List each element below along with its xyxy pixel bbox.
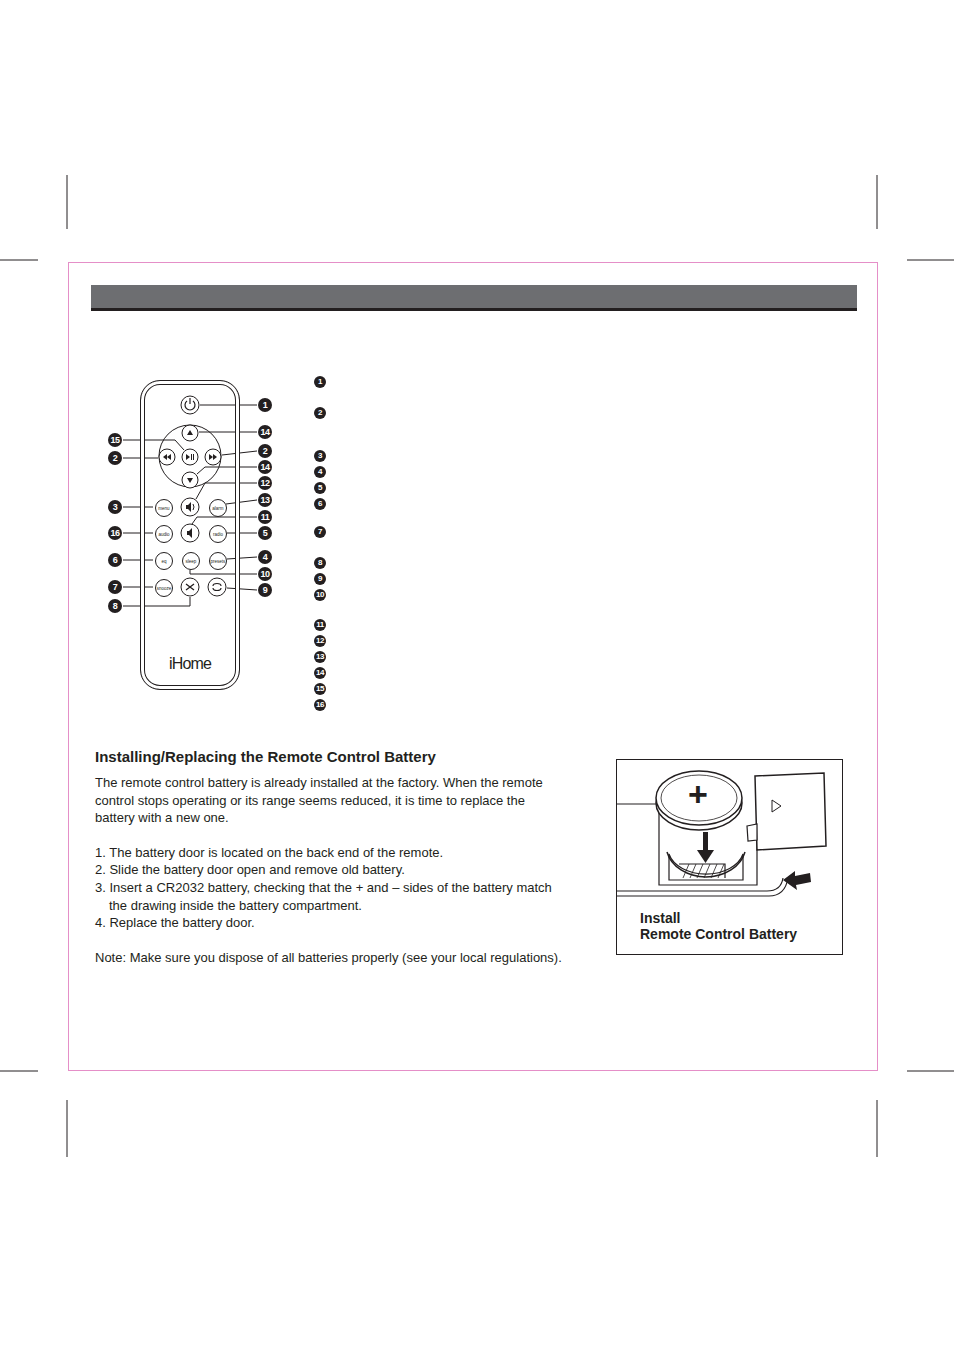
callout-number: 7 — [314, 526, 326, 538]
button-label: menu — [158, 506, 169, 511]
callout-number: 5 — [258, 526, 272, 540]
step-text: 4. Replace the battery door. — [95, 914, 575, 932]
battery-drawing-part — [656, 771, 742, 825]
remote-button: presets — [209, 552, 227, 570]
page-border — [69, 263, 878, 1071]
step-text: 2. Slide the battery door open and remov… — [95, 861, 575, 879]
battery-drawing-part — [697, 850, 714, 863]
callout-number: 3 — [314, 450, 326, 462]
brand-logo: iHome — [141, 655, 239, 673]
leader-lines — [123, 405, 257, 606]
note-text: Note: Make sure you dispose of all batte… — [95, 949, 655, 967]
section-heading: Installing/Replacing the Remote Control … — [95, 748, 436, 765]
callout-number: 3 — [108, 500, 122, 514]
callout-number: 9 — [314, 573, 326, 585]
callout-number: 4 — [258, 550, 272, 564]
callout-number: 15 — [108, 433, 122, 447]
header-rule — [91, 308, 857, 311]
button-label: presets — [211, 559, 226, 564]
callout-number: 1 — [258, 398, 272, 412]
battery-drawing-part — [617, 878, 788, 896]
battery-drawing-part — [718, 864, 724, 878]
callout-number: 13 — [258, 493, 272, 507]
callout-number: 6 — [314, 498, 326, 510]
battery-drawing-part — [783, 871, 811, 890]
battery-drawing-part — [661, 775, 737, 821]
callout-number: 8 — [314, 557, 326, 569]
remote-control: iHome menu alarm audio radio eq sleep presets sn… — [140, 380, 240, 690]
callout-number: 7 — [108, 580, 122, 594]
battery-drawing-part — [711, 864, 717, 878]
crop-marks — [0, 175, 954, 1157]
callout-number: 11 — [314, 619, 326, 631]
callout-number: 1 — [314, 376, 326, 388]
step-text: 3. Insert a CR2032 battery, checking tha… — [95, 879, 565, 914]
callout-number: 11 — [258, 510, 272, 524]
button-label: audio — [158, 532, 169, 537]
remote-button: radio — [209, 525, 227, 543]
remote-button: alarm — [209, 499, 227, 517]
battery-drawing-part — [703, 832, 708, 852]
callout-number: 16 — [314, 699, 326, 711]
button-label: eq — [161, 559, 166, 564]
callout-number: 15 — [314, 683, 326, 695]
body-text: The remote control battery is already in… — [95, 774, 545, 827]
battery-drawing-part — [679, 864, 725, 878]
figure-caption: Remote Control Battery — [640, 926, 797, 942]
button-label: radio — [213, 532, 223, 537]
callout-number: 8 — [108, 599, 122, 613]
battery-drawing-part — [755, 773, 826, 850]
callout-number: 13 — [314, 651, 326, 663]
remote-button: menu — [155, 499, 173, 517]
callout-number: 2 — [314, 407, 326, 419]
step-text: 1. The battery door is located on the ba… — [95, 844, 575, 862]
callout-number: 9 — [258, 583, 272, 597]
callout-number: 14 — [258, 425, 272, 439]
callout-number: 12 — [258, 476, 272, 490]
callout-number: 4 — [314, 466, 326, 478]
callout-number: 10 — [258, 567, 272, 581]
button-label: alarm — [212, 506, 223, 511]
battery-drawing-part — [704, 864, 710, 878]
callout-number: 14 — [314, 667, 326, 679]
figure-caption: Install — [640, 910, 680, 926]
callout-number: 14 — [258, 460, 272, 474]
callout-number: 16 — [108, 526, 122, 540]
button-label: snooze — [157, 586, 172, 591]
battery-drawing-part — [747, 824, 757, 841]
battery-drawing-part — [697, 864, 703, 878]
remote-button: sleep — [182, 552, 200, 570]
battery-drawing-part — [690, 864, 696, 878]
callout-number: 2 — [108, 451, 122, 465]
battery-figure-box: InstallRemote Control Battery — [616, 759, 843, 955]
remote-button: audio — [155, 525, 173, 543]
remote-button: eq — [155, 552, 173, 570]
header-bar — [91, 285, 857, 308]
battery-drawing-part — [617, 803, 659, 804]
battery-drawing-part — [772, 800, 781, 812]
callout-number: 2 — [258, 444, 272, 458]
button-label: sleep — [186, 559, 197, 564]
battery-polarity-sign: + — [686, 776, 710, 812]
remote-button: snooze — [155, 579, 173, 597]
battery-drawing-part — [683, 864, 689, 878]
callout-number: 12 — [314, 635, 326, 647]
callout-number: 5 — [314, 482, 326, 494]
callout-number: 6 — [108, 553, 122, 567]
callout-number: 10 — [314, 589, 326, 601]
